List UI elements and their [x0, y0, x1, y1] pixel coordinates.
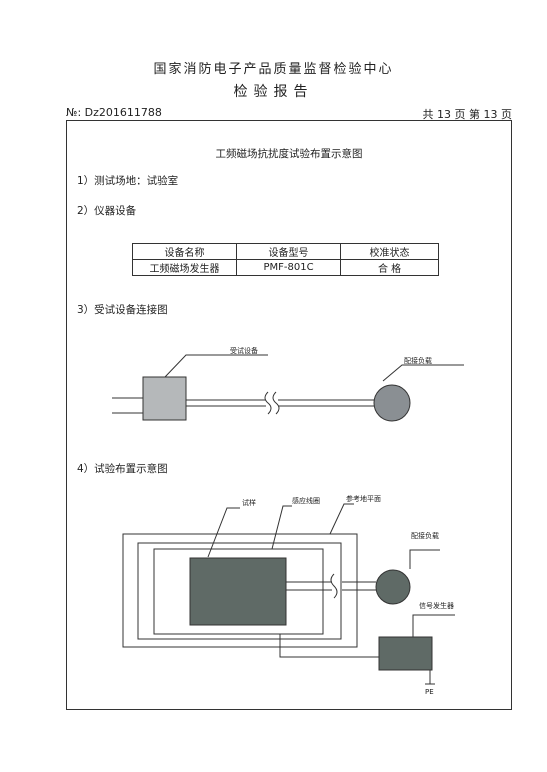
cable-break-mark: [272, 391, 280, 415]
ground-plane-label: 参考地平面: [346, 495, 381, 503]
organization-name: 国家消防电子产品质量监督检验中心: [153, 62, 394, 77]
page-count: 共 13 页 第 13 页: [422, 108, 512, 121]
section-layout: 4）试验布置示意图: [77, 463, 168, 475]
cable-break-mark: [330, 573, 338, 599]
pe-label: PE: [425, 688, 434, 696]
table-cell: 合 格: [340, 259, 439, 276]
test-sample: [189, 557, 287, 626]
report-title: 检验报告: [233, 84, 314, 100]
table-row: 工频磁场发生器 PMF-801C 合 格: [131, 259, 439, 276]
eut-label: 受试设备: [230, 347, 258, 355]
ground-leader-line: [329, 503, 354, 535]
signal-generator: [378, 636, 433, 671]
generator-label: 信号发生器: [419, 602, 454, 610]
generator-cable: [279, 634, 379, 658]
load-circle: [373, 384, 411, 422]
induction-coil: [153, 548, 324, 635]
table-cell: PMF-801C: [236, 259, 342, 276]
load-label: 配接负载: [411, 532, 439, 540]
eut-box: [142, 376, 187, 421]
load-label: 配接负载: [404, 357, 432, 365]
content-frame: [66, 120, 512, 710]
eut-leader-line: [164, 354, 268, 378]
section-equipment: 2）仪器设备: [77, 205, 137, 217]
sample-label: 试样: [242, 499, 256, 507]
sample-leader-line: [207, 507, 240, 558]
coil-leader-line: [271, 505, 292, 550]
coil-label: 感应线圈: [292, 497, 320, 505]
load-leader-line: [382, 364, 464, 382]
diagram-title: 工频磁场抗扰度试验布置示意图: [215, 148, 363, 160]
cable-break-mark: [264, 391, 272, 415]
table-cell: 工频磁场发生器: [131, 259, 238, 276]
report-number: №: Dz201611788: [66, 106, 162, 119]
section-test-site: 1）测试场地：试验室: [77, 175, 179, 187]
equipment-table: 设备名称 设备型号 校准状态 工频磁场发生器 PMF-801C 合 格: [131, 243, 439, 276]
ground-plane-inner: [137, 542, 342, 640]
load-leader-line: [409, 549, 440, 569]
load-circle: [375, 569, 411, 605]
generator-leader-line: [412, 614, 455, 637]
section-connection: 3）受试设备连接图: [77, 304, 168, 316]
